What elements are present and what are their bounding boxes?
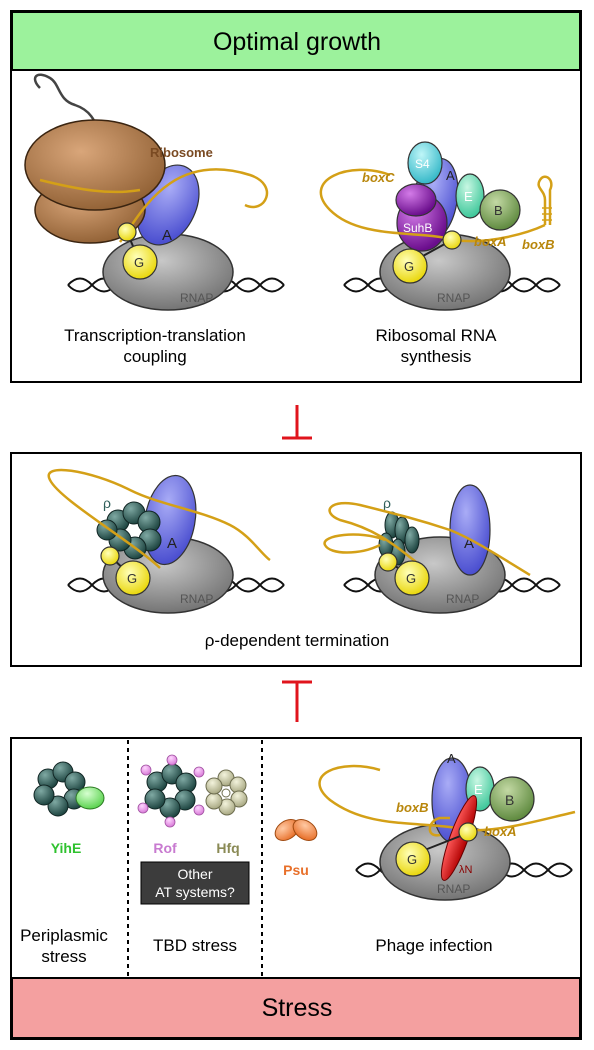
- optimal-growth-panel: Optimal growth RNAP A Ribosome G: [10, 10, 582, 383]
- rof-label: Rof: [153, 840, 177, 856]
- coupling-complex: RNAP A Ribosome G: [24, 73, 285, 311]
- nusg-ctd-right: [442, 230, 462, 250]
- nusg-bottom: [395, 841, 431, 877]
- s4-label: S4: [415, 157, 430, 171]
- nusa-left-label: A: [162, 227, 172, 244]
- nusg-ctd-bottom: [458, 822, 478, 842]
- psu-protein: [274, 819, 318, 841]
- stress-panel: Stress YihE Periplasmic stress Rof: [10, 737, 582, 1040]
- col1-caption-1: Periplasmic: [20, 926, 108, 945]
- yihe-complex: [33, 761, 105, 817]
- rho-complex-right: RNAP A ρ G: [323, 484, 561, 614]
- col1-caption-2: stress: [41, 947, 86, 966]
- boxa-label-top: boxA: [474, 234, 507, 249]
- nusg-left-label: G: [134, 255, 144, 270]
- left-caption-2: coupling: [123, 347, 186, 366]
- nusb-protein: [479, 189, 521, 231]
- rnap-mid-left-label: RNAP: [180, 592, 213, 606]
- suhb-protein-top: [395, 183, 437, 217]
- nusa-mid-left-label: A: [167, 535, 177, 552]
- nusg-mid-left: [115, 560, 151, 596]
- rrna-antitermination-complex: RNAP A S4 E B SuhB G boxC boxA boxB: [319, 141, 561, 311]
- rof-proteins: [137, 754, 205, 828]
- rho-complex-left: RNAP A ρ G: [47, 468, 285, 614]
- optimal-growth-title: Optimal growth: [213, 28, 381, 56]
- phage-complex: RNAP A E B λN G boxB boxA: [318, 751, 576, 901]
- nusb-bottom-label: B: [505, 792, 514, 808]
- right-caption-1: Ribosomal RNA: [376, 326, 498, 345]
- nuse-protein: [455, 173, 485, 219]
- rnap-right-label: RNAP: [437, 291, 470, 305]
- nusb-bottom: [489, 776, 535, 822]
- yihe-label: YihE: [51, 840, 82, 856]
- optimal-growth-header: [11, 11, 581, 71]
- other-at-systems-box: [140, 861, 250, 905]
- hfq-complex: [205, 769, 248, 816]
- peptide-chain: [33, 73, 102, 136]
- boxb-hairpin: [537, 175, 553, 225]
- left-caption-1: Transcription-translation: [64, 326, 246, 345]
- nusg-right-label: G: [404, 259, 414, 274]
- nusg-mid-right: [394, 560, 430, 596]
- nusg-mid-left-label: G: [127, 571, 137, 586]
- boxb-label-bottom: boxB: [396, 800, 429, 815]
- lambda-n-label: λN: [459, 864, 473, 876]
- mrna-mid-right: [323, 501, 531, 577]
- nusg-ctd-mid-left: [100, 546, 120, 566]
- mrna-left-2: [39, 178, 141, 194]
- col2-caption: TBD stress: [153, 936, 237, 955]
- nusa-mid-right: [449, 484, 491, 576]
- boxb-label-top: boxB: [522, 237, 555, 252]
- yihe-protein: [75, 786, 105, 810]
- rho-label-left: ρ: [103, 495, 111, 511]
- nusg-left: [122, 244, 158, 280]
- rrna-strand: [319, 168, 546, 243]
- psu-label: Psu: [283, 862, 309, 878]
- stress-title: Stress: [262, 994, 333, 1022]
- nusg-ctd-mid-right: [378, 552, 398, 572]
- s4-protein: [407, 141, 443, 185]
- other-at-label-2: AT systems?: [155, 884, 235, 900]
- nusa-mid-right-label: A: [464, 535, 474, 552]
- boxa-label-bottom: boxA: [484, 824, 517, 839]
- nusa-bottom-label: A: [447, 751, 456, 766]
- phage-rna: [318, 764, 576, 832]
- other-at-label-1: Other: [177, 866, 212, 882]
- nusg-bottom-label: G: [407, 852, 417, 867]
- inhibition-arrow-bottom: [282, 680, 312, 722]
- nuse-bottom-label: E: [474, 782, 483, 797]
- rho-termination-caption: ρ-dependent termination: [205, 631, 390, 650]
- boxb-hairpin-bottom: [428, 816, 450, 837]
- nusa-right-label: A: [446, 168, 455, 183]
- nusg-mid-right-label: G: [406, 571, 416, 586]
- boxc-label: boxC: [362, 170, 395, 185]
- rnap-left: [102, 233, 234, 311]
- rnap-left-label: RNAP: [180, 291, 213, 305]
- stress-footer: [11, 977, 581, 1039]
- rnap-bottom-label: RNAP: [437, 882, 470, 896]
- nuse-label: E: [464, 189, 473, 204]
- rho-label-right: ρ: [383, 495, 391, 511]
- hfq-label: Hfq: [216, 840, 239, 856]
- ribosome-label: Ribosome: [150, 145, 213, 160]
- inhibition-arrow-top: [282, 405, 312, 440]
- rof-complex: [137, 754, 205, 828]
- rnap-mid-right-label: RNAP: [446, 592, 479, 606]
- right-caption-2: synthesis: [401, 347, 472, 366]
- ribosome-large-subunit: [24, 119, 166, 211]
- nusg-right: [392, 248, 428, 284]
- nusg-ctd-left: [117, 222, 137, 242]
- mrna-left: [118, 168, 269, 243]
- suhb-label: SuhB: [403, 221, 432, 235]
- nusb-label: B: [494, 203, 503, 218]
- mrna-mid-left: [47, 468, 271, 569]
- col3-caption: Phage infection: [375, 936, 492, 955]
- rho-termination-panel: RNAP A ρ G RNAP A: [10, 452, 582, 667]
